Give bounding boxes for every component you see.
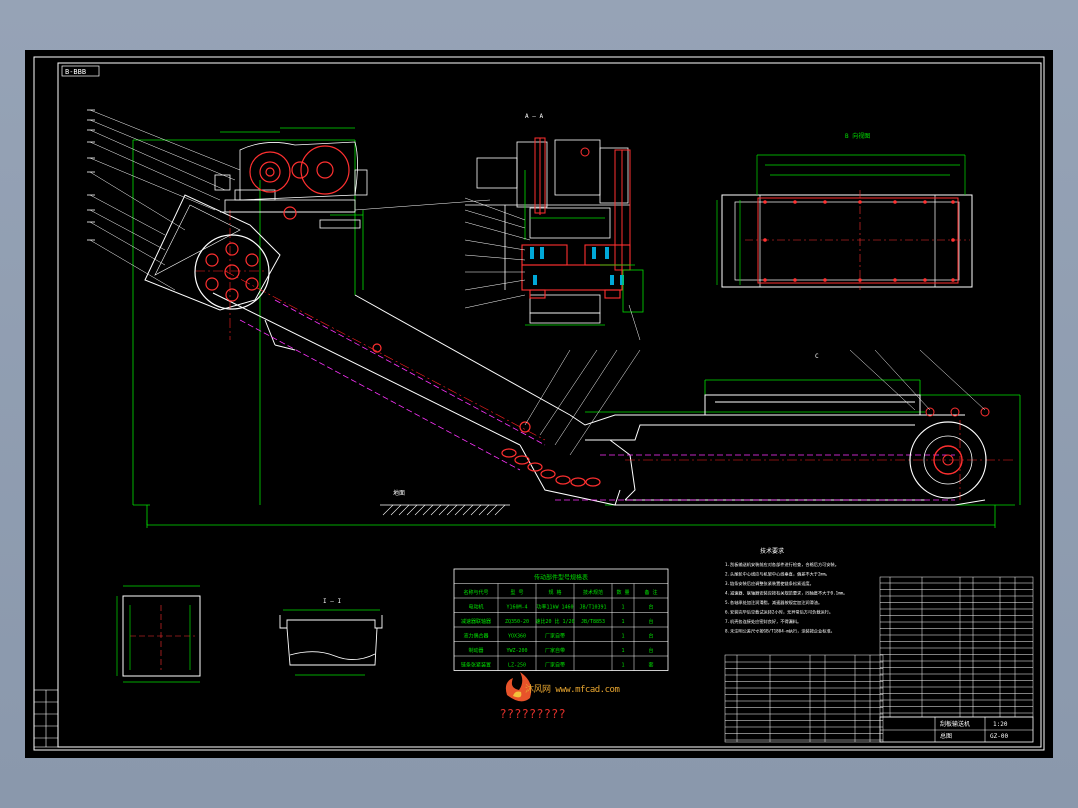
- section-1-1-label: I — I: [323, 598, 341, 605]
- view-b-plan: B 向视图: [716, 132, 973, 290]
- spec-table-title: 传动部件型号规格表: [534, 574, 588, 582]
- spec-table-header: 名称与代号: [463, 589, 488, 596]
- notes-title: 技术要求: [760, 547, 784, 555]
- spec-table-cell: 1: [621, 663, 624, 669]
- spec-table-cell: 速比20 比 1/20: [535, 618, 574, 625]
- head-sprocket-holes: [205, 242, 259, 302]
- spec-table-cell: 套: [648, 662, 653, 669]
- title-block-drawing-no: GZ-00: [990, 733, 1008, 740]
- corner-tag: B-BBB: [65, 68, 86, 76]
- spec-table-cell: 液力偶合器: [463, 633, 488, 640]
- filing-strip: [33, 689, 59, 748]
- spec-table-cell: ZQ350-20: [505, 619, 529, 625]
- spec-table-cell: 1: [621, 648, 624, 654]
- outer-border: [33, 56, 1045, 751]
- spec-table-cell: YOX360: [508, 634, 526, 640]
- spec-table-cell: Y160M-4: [506, 605, 527, 611]
- spec-table-cell: 台: [648, 618, 653, 625]
- head-sprocket: [194, 234, 270, 310]
- spec-table-header: 技术规范: [583, 589, 603, 596]
- watermark-logo-text: 沐风网 www.mfcad.com: [525, 683, 619, 695]
- watermark-caption: ?????????: [500, 707, 567, 721]
- drawing-sheet[interactable]: B-BBB: [25, 50, 1053, 758]
- spec-table-cell: 链条张紧装置: [461, 662, 491, 669]
- spec-table-cell: 功率11kW 1460: [536, 604, 573, 611]
- spec-table-cell: 台: [648, 647, 653, 654]
- spec-table-cell: LZ-250: [508, 663, 526, 669]
- note-line: 5.各轴承处加注润滑脂，减速器按规定加注润滑油。: [725, 599, 822, 606]
- inner-border: [57, 62, 1042, 748]
- title-block-name: 刮板输送机: [940, 720, 970, 728]
- section-a-a-view: A — A: [464, 113, 644, 341]
- title-block: 刮板输送机 GZ-00 1:20 总图: [879, 716, 1034, 743]
- drawing-canvas: B-BBB: [33, 56, 1045, 751]
- technical-notes: 技术要求 1.刮板输送机安装前应对各部件进行检查，合格后方可安装。 2.头尾轮中心…: [725, 547, 847, 635]
- note-line: 8.未注明公差尺寸按GB/T1804-m执行，涂装按企业标准。: [725, 628, 835, 635]
- spec-table-header: 备 注: [644, 589, 657, 596]
- spec-table-cell: JB/T8853: [581, 619, 605, 625]
- note-line: 3.链条安装后应调整张紧装置使链条松紧适度。: [725, 580, 814, 587]
- spec-table-cell: 厂家自带: [545, 633, 565, 640]
- view-b-label: B 向视图: [845, 132, 870, 140]
- chain-links: [372, 343, 601, 487]
- ground-label: 地面: [393, 489, 405, 497]
- spec-table-cell: YWZ-200: [506, 648, 527, 654]
- spec-table-cell: 电动机: [468, 604, 483, 611]
- spec-table-cell: 制动器: [468, 647, 483, 654]
- main-elevation-view: 地面: [87, 109, 1021, 528]
- title-block-mark: 总图: [940, 732, 952, 740]
- view-c-label: C: [815, 353, 819, 360]
- note-line: 4.减速器、联轴器安装应按有关规范要求，同轴度不大于0.1mm。: [725, 590, 847, 597]
- spec-table-cell: 1: [621, 619, 624, 625]
- leader-lines: [89, 109, 986, 456]
- spec-table-cell: JB/T10391: [579, 605, 606, 611]
- ground-hatch: [382, 504, 506, 516]
- spec-table-cell: 台: [648, 604, 653, 611]
- spec-table-cell: 减速器联轴器: [461, 618, 491, 625]
- drive-unit: [220, 189, 356, 213]
- watermark-logo: 沐风网 www.mfcad.com: [505, 672, 620, 702]
- spec-table-header: 型 号: [510, 589, 523, 596]
- corner-tag-box: [61, 65, 100, 77]
- note-line: 1.刮板输送机安装前应对各部件进行检查，合格后方可安装。: [725, 561, 839, 568]
- title-block-scale: 1:20: [993, 721, 1008, 728]
- spec-table-header: 数 量: [616, 589, 629, 596]
- tail-wheel: [909, 421, 987, 499]
- spec-table-cell: 1: [621, 605, 624, 611]
- note-line: 2.头尾轮中心线应与机架中心线垂直，偏差不大于2mm。: [725, 571, 830, 578]
- section-1-1-view: I — I: [279, 598, 383, 676]
- detail-view-plate: [116, 585, 201, 683]
- note-line: 7.机壳各连接处应密封良好，不得漏料。: [725, 618, 801, 625]
- spec-table-cell: 厂家自带: [545, 662, 565, 669]
- spec-table-cell: 厂家自带: [545, 647, 565, 654]
- gearbox: [249, 145, 350, 220]
- note-line: 6.安装完毕后空载试运转2小时，无异常后方可负载运行。: [725, 609, 833, 616]
- spec-table-header: 规 格: [548, 589, 561, 596]
- parts-list: [724, 576, 1034, 743]
- section-a-a-label: A — A: [525, 113, 543, 120]
- spec-table-cell: 台: [648, 633, 653, 640]
- spec-table-cell: 1: [621, 634, 624, 640]
